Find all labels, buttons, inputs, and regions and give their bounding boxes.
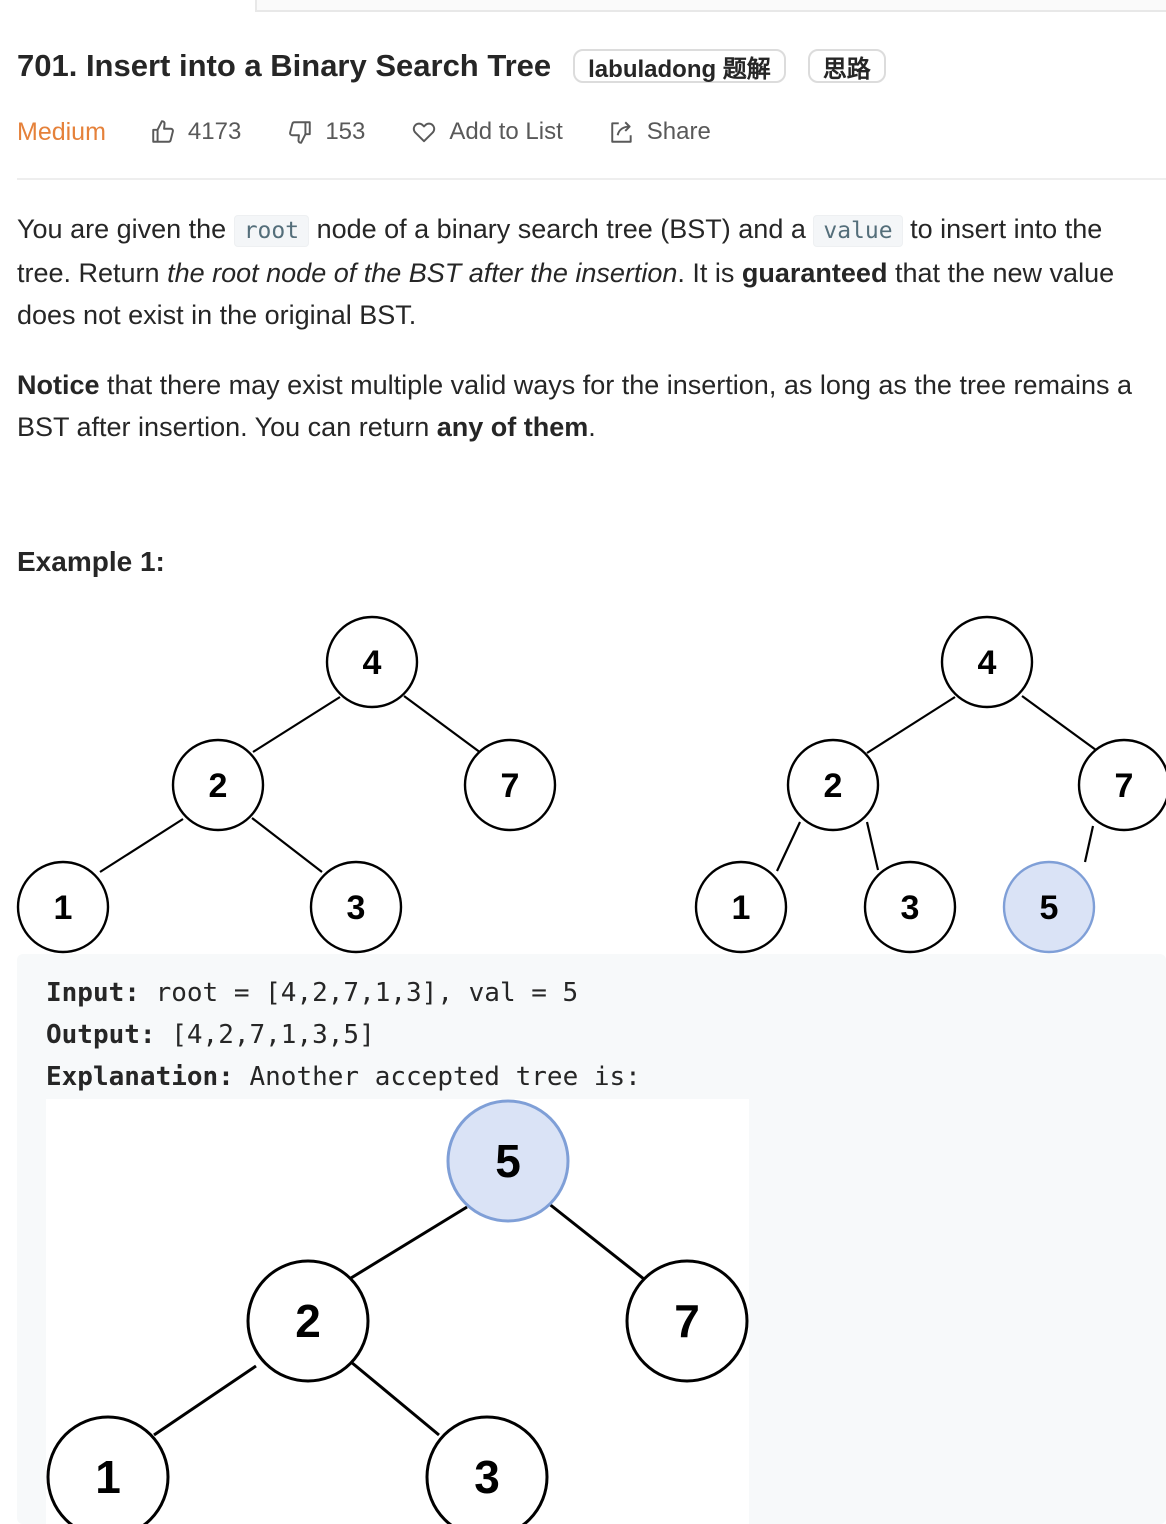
tag-labuladong-solution[interactable]: labuladong 题解 (573, 49, 786, 83)
node-value: 5 (495, 1135, 521, 1187)
share-label: Share (646, 118, 711, 145)
text: that there may exist multiple valid ways… (17, 370, 1133, 442)
text: You are given the (17, 214, 234, 244)
output-value: [4,2,7,1,3,5] (155, 1020, 375, 1050)
explanation-value: Another accepted tree is: (233, 1062, 641, 1092)
tree-node: 2 (246, 1259, 370, 1383)
bold-text: Notice (17, 370, 100, 400)
node-value: 2 (824, 767, 843, 805)
example-explanation-line: Explanation: Another accepted tree is: (46, 1062, 641, 1092)
like-count: 4173 (187, 118, 242, 145)
heart-icon (413, 122, 436, 143)
dislike-count: 153 (325, 118, 366, 145)
node-value: 4 (978, 644, 997, 682)
inline-code-root: root (233, 215, 310, 247)
tree-before (99, 695, 482, 873)
text: . (588, 412, 596, 442)
example-output-line: Output: [4,2,7,1,3,5] (46, 1020, 375, 1050)
title-row: 701. Insert into a Binary Search Tree la… (17, 48, 886, 84)
top-tab-bar (255, 0, 1166, 12)
tree-node: 7 (1077, 738, 1166, 832)
tree-node-inserted: 5 (1002, 860, 1096, 954)
thumbs-up-icon (152, 120, 174, 143)
text: to insert into the tree. Return (17, 214, 1103, 288)
text: node of a binary search tree (BST) and a (309, 214, 814, 244)
share-icon (611, 121, 632, 143)
problem-description: You are given the root node of a binary … (17, 208, 1157, 476)
node-value: 7 (674, 1295, 700, 1347)
tree-node: 1 (694, 860, 788, 954)
add-to-list-button[interactable]: Add to List (411, 118, 563, 146)
inline-code-value: value (813, 215, 903, 247)
dislike-button[interactable]: 153 (287, 118, 365, 146)
tree-node-inserted: 5 (446, 1099, 570, 1223)
input-value: root = [4,2,7,1,3], val = 5 (139, 978, 579, 1008)
tree-edges (153, 1201, 650, 1437)
header-divider (17, 178, 1166, 180)
emphasis-text: the root node of the BST after the inser… (167, 258, 678, 288)
example-title: Example 1: (17, 546, 165, 577)
node-value: 2 (209, 767, 228, 805)
bold-text: any of them (436, 412, 589, 442)
tree-node: 7 (463, 738, 557, 832)
tree-node: 3 (863, 860, 957, 954)
tree-node: 1 (46, 1415, 170, 1524)
node-value: 3 (901, 889, 920, 927)
tree-node: 4 (325, 615, 419, 709)
example-tree-diagram: 4 2 7 1 3 4 2 7 1 3 5 (16, 615, 1166, 954)
share-button[interactable]: Share (609, 118, 711, 146)
meta-row: Medium 4173 153 Add to List Share (17, 113, 757, 151)
alternative-tree-image: 5 2 7 1 3 (46, 1099, 749, 1524)
tree-node: 3 (425, 1415, 549, 1524)
node-value: 5 (1040, 889, 1059, 927)
node-value: 7 (501, 767, 520, 805)
tree-node: 3 (309, 860, 403, 954)
output-label: Output: (46, 1020, 156, 1050)
node-value: 1 (95, 1451, 121, 1503)
tag-approach[interactable]: 思路 (807, 49, 886, 83)
node-value: 3 (347, 889, 366, 927)
node-value: 1 (54, 889, 73, 927)
tree-after (776, 695, 1097, 872)
example-input-line: Input: root = [4,2,7,1,3], val = 5 (46, 978, 578, 1008)
tree-node: 1 (16, 860, 110, 954)
add-to-list-label: Add to List (449, 118, 563, 145)
description-paragraph-1: You are given the root node of a binary … (17, 208, 1157, 336)
like-button[interactable]: 4173 (150, 118, 241, 146)
node-value: 4 (363, 644, 382, 682)
tree-node: 2 (171, 738, 265, 832)
difficulty-label: Medium (17, 117, 106, 146)
example-code-block: Input: root = [4,2,7,1,3], val = 5 Outpu… (17, 954, 1166, 1524)
text: . It is (677, 258, 742, 288)
tree-node: 4 (940, 615, 1034, 709)
input-label: Input: (46, 978, 140, 1008)
thumbs-down-icon (289, 121, 312, 144)
alternative-tree-diagram: 5 2 7 1 3 (46, 1099, 749, 1524)
problem-title: 701. Insert into a Binary Search Tree (17, 48, 552, 83)
text: that the new value does not exist in the… (17, 258, 1115, 330)
tree-node: 2 (786, 738, 880, 832)
node-value: 7 (1115, 767, 1134, 805)
tree-node: 7 (625, 1259, 749, 1383)
description-paragraph-2: Notice that there may exist multiple val… (17, 364, 1157, 448)
node-value: 2 (295, 1295, 321, 1347)
node-value: 1 (732, 889, 751, 927)
explanation-label: Explanation: (46, 1062, 234, 1092)
bold-text: guaranteed (741, 258, 888, 288)
node-value: 3 (474, 1451, 500, 1503)
